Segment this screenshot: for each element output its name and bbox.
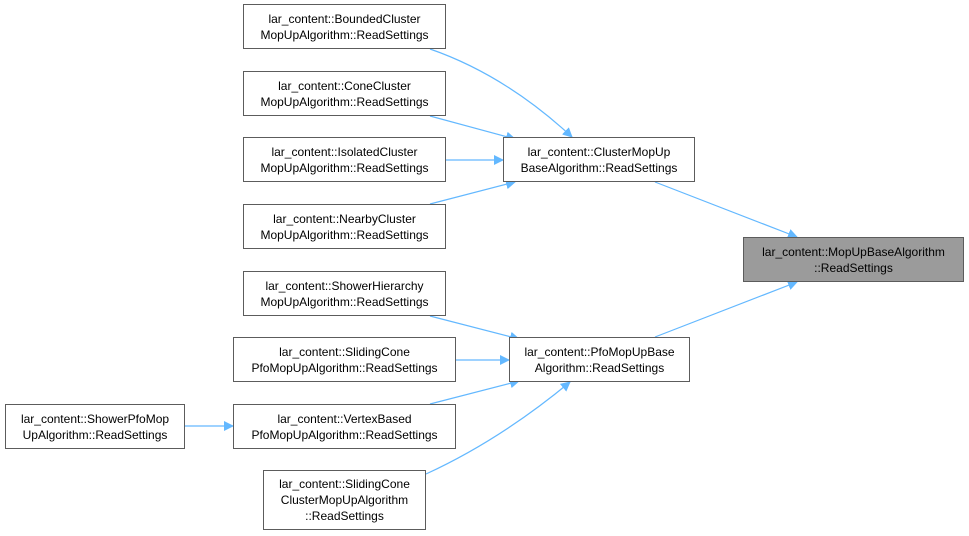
node-label-line: ::ReadSettings	[305, 509, 384, 523]
node-focus[interactable]: lar_content::MopUpBaseAlgorithm::ReadSet…	[743, 237, 964, 282]
node-label-line: Algorithm::ReadSettings	[534, 360, 665, 375]
node-label-line: MopUpAlgorithm::ReadSettings	[260, 94, 429, 109]
edge-sliding-cone-cluster-to-pfo-base	[425, 381, 571, 475]
node-label-line: MopUpAlgorithm::ReadSettings	[260, 294, 429, 309]
node-label-line: lar_content::VertexBased	[277, 411, 412, 426]
edge-cluster-base-to-focus	[654, 181, 798, 239]
node-label-line: lar_content::IsolatedCluster	[271, 144, 418, 159]
edge-pfo-base-to-focus	[654, 280, 798, 338]
node-label-line: lar_content::SlidingCone	[279, 344, 410, 359]
node-label-line: UpAlgorithm::ReadSettings	[22, 427, 168, 442]
node-label-line: MopUpAlgorithm::ReadSettings	[260, 227, 429, 242]
edge-nearby-to-cluster-base	[429, 179, 516, 205]
node-label-line: ClusterMopUpAlgorithm	[280, 493, 409, 507]
node-label-line: MopUpAlgorithm::ReadSettings	[260, 27, 429, 42]
node-label-line: ::ReadSettings	[814, 260, 893, 275]
node-label-line: lar_content::ConeCluster	[278, 78, 411, 93]
node-label-line: MopUpAlgorithm::ReadSettings	[260, 160, 429, 175]
node-label-line: lar_content::BoundedCluster	[268, 11, 421, 26]
node-label-line: lar_content::SlidingCone	[279, 477, 410, 491]
node-label-line: lar_content::PfoMopUpBase	[524, 344, 675, 359]
edge-cone-to-cluster-base	[429, 115, 516, 142]
edge-shower-hierarchy-to-pfo-base	[429, 315, 520, 342]
node-label-line: PfoMopUpAlgorithm::ReadSettings	[251, 427, 438, 442]
node-label-line: lar_content::ShowerHierarchy	[265, 278, 424, 293]
node-label-line: BaseAlgorithm::ReadSettings	[520, 160, 678, 175]
node-label-line: lar_content::ClusterMopUp	[527, 144, 671, 159]
node-label-line: lar_content::ShowerPfoMop	[20, 411, 170, 426]
node-label-line: lar_content::NearbyCluster	[273, 211, 416, 226]
node-label-line: lar_content::MopUpBaseAlgorithm	[762, 244, 945, 259]
edge-vertex-based-to-pfo-base	[429, 378, 520, 405]
edge-bounded-to-cluster-base	[429, 48, 573, 138]
node-label-line: PfoMopUpAlgorithm::ReadSettings	[251, 360, 438, 375]
